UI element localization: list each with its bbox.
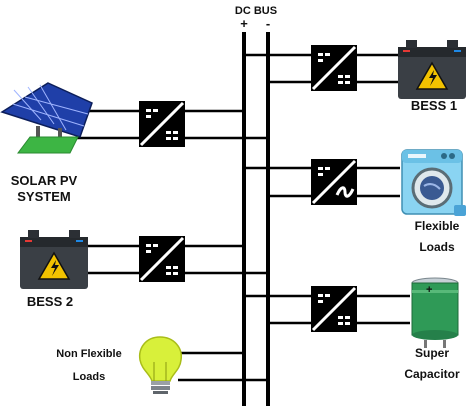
solar-pv-label-line2: SYSTEM — [17, 189, 70, 204]
bess2-dcdc-converter-icon — [137, 234, 187, 284]
bess1-dcdc-converter-icon — [309, 43, 359, 93]
bess1-label: BESS 1 — [411, 98, 457, 113]
dc-bus-title: DC BUS — [235, 5, 277, 17]
washing-machine-icon — [401, 149, 466, 216]
solar-panel-icon — [0, 82, 93, 154]
flexible-loads-label-line2: Loads — [419, 240, 455, 254]
solar-dcdc-converter-icon — [137, 99, 187, 149]
dc-bus-plus-label: + — [240, 16, 248, 31]
super-capacitor-label-line1: Super — [415, 346, 449, 360]
solar-pv-label-line1: SOLAR PV — [11, 173, 78, 188]
flexible-loads-dcac-converter-icon — [309, 157, 359, 207]
flexible-loads-label-line1: Flexible — [415, 219, 460, 233]
bess2-battery-icon — [19, 229, 89, 290]
light-bulb-icon — [138, 336, 182, 394]
dc-bus-minus-label: - — [266, 16, 270, 31]
dc-bus: DC BUS + - — [235, 5, 277, 406]
svg-text:+: + — [426, 284, 432, 296]
wiring — [74, 53, 410, 382]
non-flexible-loads-label-line1: Non Flexible — [56, 348, 121, 360]
capacitor-icon: + — [411, 277, 459, 348]
non-flexible-loads-label-line2: Loads — [73, 371, 105, 383]
super-capacitor-label-line2: Capacitor — [404, 367, 460, 381]
supercap-dcdc-converter-icon — [309, 284, 359, 334]
bess1-battery-icon — [397, 39, 467, 100]
bess2-label: BESS 2 — [27, 294, 73, 309]
